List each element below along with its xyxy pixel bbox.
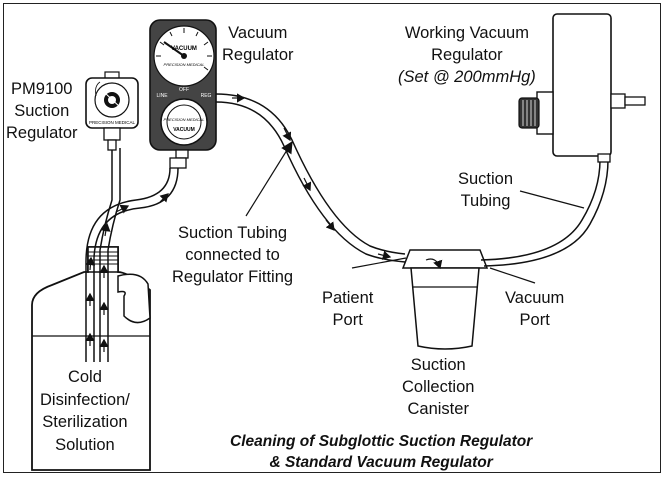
vacuum-knob-brand: PRECISION MEDICAL [164,117,205,122]
suction-tubing-leader [519,190,585,209]
working-vacuum-tubing [480,159,609,267]
caption-line2: & Standard Vacuum Regulator [269,454,493,471]
vacuum-port-line2: Port [519,311,550,329]
vacuum-regulator-label: Vacuum Regulator [222,22,294,66]
working-vacuum-setting: (Set @ 200mmHg) [398,68,536,86]
caption-line1: Cleaning of Subglottic Suction Regulator [230,433,533,450]
reg-label: REG [201,93,212,99]
working-vacuum-line1: Working Vacuum [404,24,529,42]
vacuum-knob-label: VACUUM [173,127,195,133]
working-vacuum-label: Working Vacuum Regulator (Set @ 200mmHg) [398,22,536,88]
diagram-caption: Cleaning of Subglottic Suction Regulator… [230,431,532,473]
suction-tubing-line2: Tubing [460,192,511,210]
solution-label: Cold Disinfection/ Sterilization Solutio… [40,366,130,456]
solution-line3: Sterilization [42,413,128,431]
vacuum-face-brand: VACUUM [171,46,197,52]
suction-tubing-label: Suction Tubing [458,168,513,212]
main-suction-tubing [215,93,406,263]
line-label: LINE [156,93,168,99]
tubing-connected-line1: Suction Tubing [177,224,288,242]
leader-lines [245,140,585,284]
vacuum-regulator-line1: Vacuum [228,24,288,42]
pm9100-line1: PM9100 [11,80,73,98]
canister-line1: Suction [410,356,466,374]
diagram-frame [3,3,661,473]
vacuum-port-leader [489,267,536,284]
tubing-connected-leader [245,140,293,217]
pm9100-label: PM9100 Suction Regulator [6,78,78,144]
canister-line3: Canister [407,400,469,418]
tubing-connected-line2: connected to [185,246,280,264]
pm9100-regulator: PRECISION MEDICAL [85,71,139,151]
working-vacuum-line2: Regulator [431,46,503,64]
solution-line1: Cold [67,368,102,386]
vacuum-regulator-line2: Regulator [222,46,294,64]
vacuum-port-label: Vacuum Port [505,287,564,331]
pm9100-line2: Suction [14,102,70,120]
patient-port-line2: Port [332,311,363,329]
canister-line2: Collection [402,378,475,396]
tubing-connected-label: Suction Tubing connected to Regulator Fi… [172,222,293,288]
collection-canister [401,249,489,350]
working-vacuum-regulator [518,13,646,163]
vacuum-regulator: VACUUM PRECISION MEDICAL LINE OFF REG PR… [149,19,217,169]
patient-port-label: Patient Port [322,287,373,331]
pm9100-brand: PRECISION MEDICAL [89,120,136,125]
canister-label: Suction Collection Canister [402,354,474,420]
solution-line2: Disinfection/ [40,390,130,409]
off-label: OFF [179,87,189,93]
vacuum-reg-tubing [85,167,179,362]
patient-port-line1: Patient [322,289,374,307]
vacuum-face-sub: PRECISION MEDICAL [164,62,205,67]
vacuum-port-line1: Vacuum [505,289,565,307]
suction-tubing-line1: Suction [458,170,514,188]
solution-line4: Solution [55,435,115,454]
pm9100-line3: Regulator [6,124,78,142]
tubing-connected-line3: Regulator Fitting [172,268,294,286]
patient-port-leader [351,257,407,269]
